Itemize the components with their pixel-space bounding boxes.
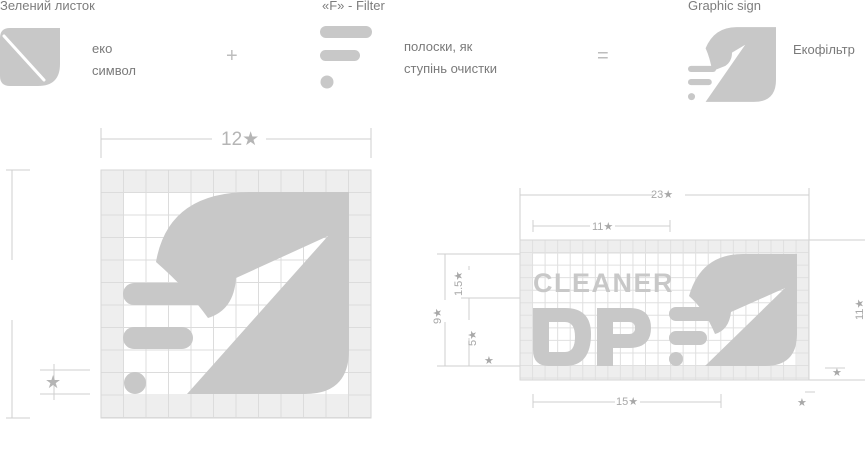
leaf-description: еко символ [92, 38, 136, 82]
star-icon: ★ [854, 298, 865, 309]
logo-bottom-width-value: 15 [616, 396, 629, 408]
filter-stripes-icon [320, 26, 372, 89]
logo-lower-label: 5★ [466, 330, 479, 346]
logo-right-star-icon: ★ [832, 367, 842, 379]
logo-text-width-label: 11★ [592, 220, 613, 233]
leaf-label: Зелений листок [0, 0, 95, 13]
star-icon: ★ [242, 129, 260, 150]
logo-height-label: 9★ [431, 308, 444, 324]
star-icon: ★ [603, 221, 614, 233]
filter-description: полоски, як ступінь очистки [404, 36, 497, 80]
logo-text-width-value: 11 [592, 221, 604, 233]
logo-total-width-label: 23★ [651, 188, 673, 201]
logo-height-value: 9 [432, 317, 444, 324]
filter-label: «F» - Filter [322, 0, 385, 13]
logo-upper-value: 1.5 [453, 280, 465, 296]
logo-total-width-value: 23 [651, 189, 664, 201]
filter-desc-line2: ступінь очистки [404, 61, 497, 76]
equals-sign: = [597, 45, 609, 67]
star-icon: ★ [628, 396, 639, 408]
logo-corner-star-icon: ★ [797, 397, 807, 409]
star-icon: ★ [432, 308, 444, 318]
logo-construction-grid: CLEANER [437, 188, 865, 408]
plus-sign: + [226, 45, 238, 67]
graphic-sign-description: Екофільтр [793, 42, 855, 57]
wordmark-cleaner: CLEANER [533, 268, 674, 298]
star-icon: ★ [663, 189, 674, 201]
sign-width-value: 12 [221, 129, 243, 150]
star-icon: ★ [453, 270, 465, 281]
leaf-icon [0, 28, 60, 86]
logo-right-height-value: 11 [854, 308, 865, 320]
logo-upper-label: 1.5★ [452, 271, 465, 296]
leaf-desc-line2: символ [92, 63, 136, 78]
logo-right-height-label: 11★ [853, 299, 865, 320]
logo-unit-star-icon: ★ [484, 355, 494, 367]
graphic-sign-icon [688, 27, 776, 102]
star-icon: ★ [467, 330, 479, 340]
sign-width-label: 12★ [221, 128, 259, 151]
filter-desc-line1: полоски, як [404, 39, 473, 54]
logo-lower-value: 5 [467, 339, 479, 346]
logo-bottom-width-label: 15★ [616, 395, 638, 408]
leaf-desc-line1: еко [92, 41, 113, 56]
graphic-sign-label: Graphic sign [688, 0, 761, 13]
sign-construction-grid [6, 128, 372, 419]
sign-unit-star-icon: ★ [45, 372, 62, 392]
